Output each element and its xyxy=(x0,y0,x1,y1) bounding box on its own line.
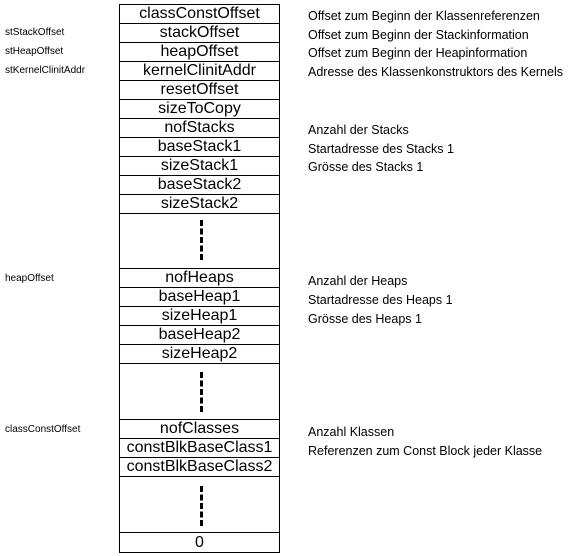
cell-const-blk-base-class2: constBlkBaseClass2 xyxy=(119,457,280,477)
desc-nof-classes: Anzahl Klassen xyxy=(308,425,395,439)
cell-nof-stacks: nofStacks xyxy=(119,118,280,138)
cell-heap-offset: heapOffset xyxy=(119,42,280,62)
cell-size-stack2: sizeStack2 xyxy=(119,194,280,214)
cell-size-stack1: sizeStack1 xyxy=(119,156,280,176)
cell-size-heap1: sizeHeap1 xyxy=(119,306,280,326)
left-label-st-kernel-clinit-addr: stKernelClinitAddr xyxy=(5,65,86,76)
cell-kernel-clinit-addr: kernelClinitAddr xyxy=(119,61,280,81)
desc-kernel-clinit-addr: Adresse des Klassenkonstruktors des Kern… xyxy=(308,65,563,79)
desc-size-stack1: Grösse des Stacks 1 xyxy=(308,160,424,174)
desc-nof-heaps: Anzahl der Heaps xyxy=(308,274,408,288)
cell-class-const-offset: classConstOffset xyxy=(119,4,280,24)
cell-base-heap1: baseHeap1 xyxy=(119,287,280,307)
left-label-class-const-offset: classConstOffset xyxy=(5,424,81,435)
cell-base-stack2: baseStack2 xyxy=(119,175,280,195)
desc-heap-offset: Offset zum Beginn der Heapinformation xyxy=(308,46,528,60)
left-label-heap-offset: heapOffset xyxy=(5,273,54,284)
desc-size-heap1: Grösse des Heaps 1 xyxy=(308,312,422,326)
cell-reset-offset: resetOffset xyxy=(119,80,280,100)
cell-nof-heaps: nofHeaps xyxy=(119,268,280,288)
cell-base-stack1: baseStack1 xyxy=(119,137,280,157)
desc-base-heap1: Startadresse des Heaps 1 xyxy=(308,293,453,307)
cell-size-heap2: sizeHeap2 xyxy=(119,344,280,364)
cell-stack-offset: stackOffset xyxy=(119,23,280,43)
cell-nof-classes: nofClasses xyxy=(119,419,280,439)
desc-stack-offset: Offset zum Beginn der Stackinformation xyxy=(308,28,529,42)
continuation-dots xyxy=(200,220,203,260)
cell-const-blk-base-class1: constBlkBaseClass1 xyxy=(119,438,280,458)
cell-size-to-copy: sizeToCopy xyxy=(119,99,280,119)
cell-base-heap2: baseHeap2 xyxy=(119,325,280,345)
continuation-dots xyxy=(200,372,203,412)
desc-class-const-offset: Offset zum Beginn der Klassenreferenzen xyxy=(308,9,540,23)
desc-base-stack1: Startadresse des Stacks 1 xyxy=(308,142,454,156)
desc-nof-stacks: Anzahl der Stacks xyxy=(308,123,409,137)
continuation-dots xyxy=(200,486,203,526)
desc-const-blk-base: Referenzen zum Const Block jeder Klasse xyxy=(308,444,543,458)
left-label-st-heap-offset: stHeapOffset xyxy=(5,46,64,57)
cell-terminator-zero: 0 xyxy=(119,532,280,553)
left-label-st-stack-offset: stStackOffset xyxy=(5,27,65,38)
